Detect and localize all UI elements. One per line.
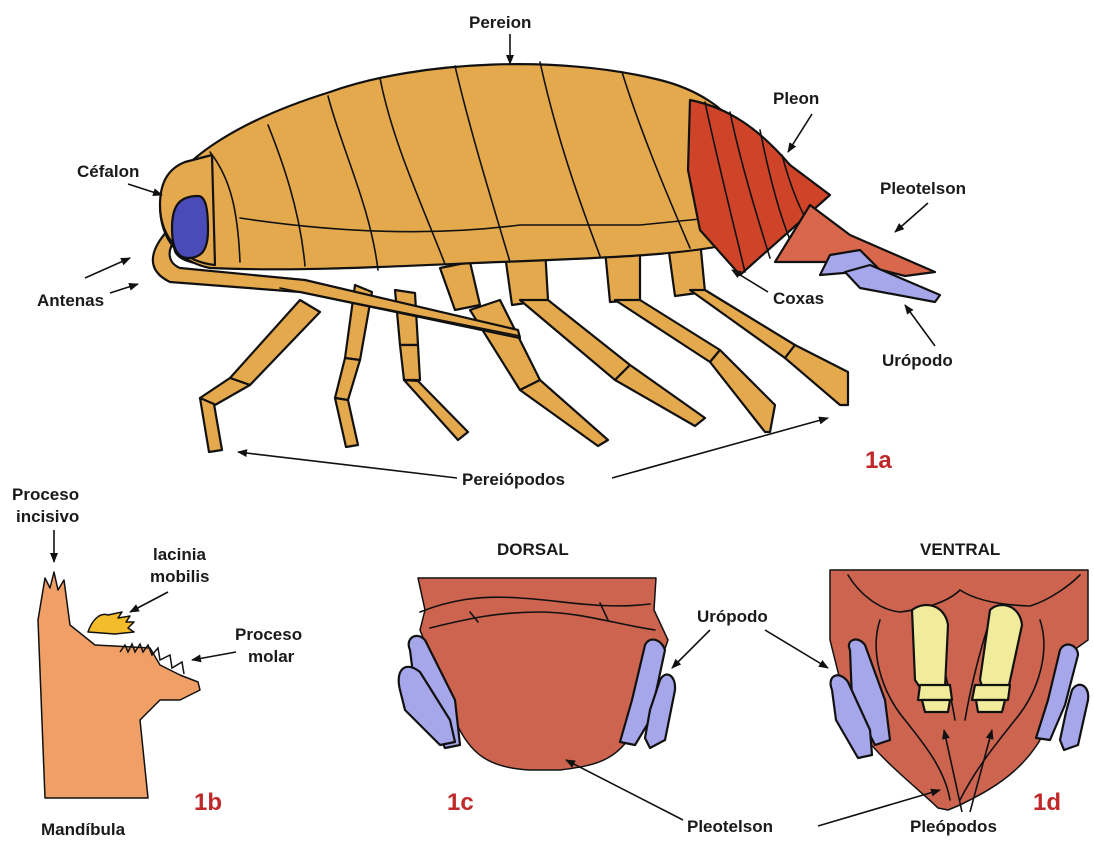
label-pleotelson-bottom: Pleotelson <box>687 817 773 836</box>
label-uropodo-bottom: Urópodo <box>697 607 768 626</box>
pereion-body <box>160 64 745 269</box>
label-pereion: Pereion <box>469 13 531 32</box>
figure-label-1a: 1a <box>865 447 892 474</box>
label-dorsal: DORSAL <box>497 540 569 559</box>
label-pereiopodos: Pereiópodos <box>462 470 565 489</box>
pleotelson-dorsal-view <box>399 578 675 770</box>
label-uropodo-top: Urópodo <box>882 351 953 370</box>
label-antenas: Antenas <box>37 291 104 310</box>
label-proceso-incisivo-2: incisivo <box>16 507 79 526</box>
label-pleopodos: Pleópodos <box>910 817 997 836</box>
mandible <box>38 572 200 798</box>
mandible-view <box>38 572 200 798</box>
label-ventral: VENTRAL <box>920 540 1000 559</box>
label-proceso-incisivo-1: Proceso <box>12 485 79 504</box>
figure-label-1d: 1d <box>1033 789 1061 816</box>
label-pleotelson-top: Pleotelson <box>880 179 966 198</box>
label-proceso-molar-2: molar <box>248 647 295 666</box>
label-lacinia-1: lacinia <box>153 545 206 564</box>
figure-label-1c: 1c <box>447 789 474 816</box>
figure-label-1b: 1b <box>194 789 222 816</box>
lacinia-mobilis <box>88 612 134 634</box>
pleotelson-ventral-view <box>830 570 1088 810</box>
label-cefalon: Céfalon <box>77 162 139 181</box>
label-lacinia-2: mobilis <box>150 567 210 586</box>
label-proceso-molar-1: Proceso <box>235 625 302 644</box>
pereiopods <box>200 240 848 452</box>
label-mandibula: Mandíbula <box>41 820 126 839</box>
eye <box>172 196 208 258</box>
animal-lateral-view <box>153 62 940 452</box>
label-pleon: Pleon <box>773 89 819 108</box>
label-coxas: Coxas <box>773 289 824 308</box>
